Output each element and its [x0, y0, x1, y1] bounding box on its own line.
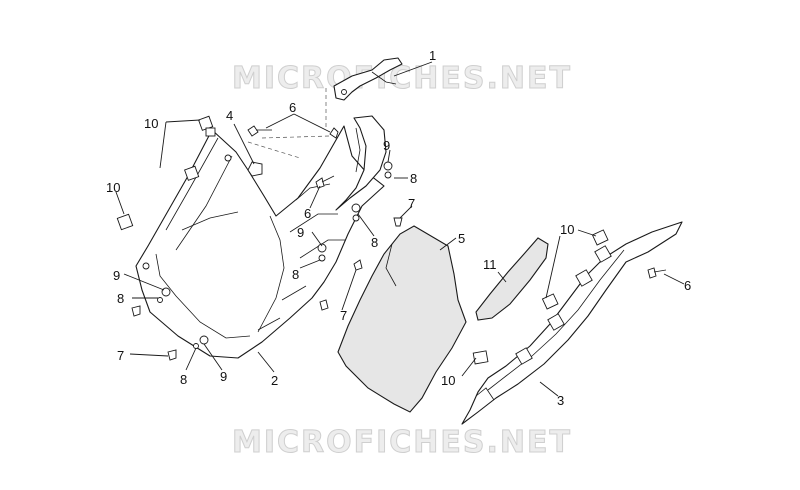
grommet	[247, 161, 263, 177]
callout-8e: 8	[180, 372, 187, 387]
callout-8d: 8	[117, 291, 124, 306]
callout-10a: 10	[144, 116, 158, 131]
part-1-bracket	[333, 57, 403, 101]
callout-6b: 6	[304, 206, 311, 221]
callout-4: 4	[226, 108, 233, 123]
callout-11: 11	[483, 257, 497, 272]
callout-7b: 7	[340, 308, 347, 323]
watermark-bottom: MICROFICHES.NET	[232, 425, 572, 460]
part-5-panel	[337, 225, 467, 413]
callout-7c: 7	[117, 348, 124, 363]
part-3-lower-panel	[461, 221, 683, 425]
callout-6a: 6	[289, 100, 296, 115]
side-bracket	[335, 115, 387, 211]
callout-8a: 8	[410, 171, 417, 186]
callout-8c: 8	[292, 267, 299, 282]
callout-9c: 9	[113, 268, 120, 283]
callout-10b: 10	[106, 180, 120, 195]
washers	[157, 161, 393, 349]
callout-2: 2	[271, 373, 278, 388]
bolts	[131, 217, 403, 361]
callout-10c: 10	[560, 222, 574, 237]
callout-8b: 8	[371, 235, 378, 250]
callout-9a: 9	[383, 138, 390, 153]
callout-9d: 9	[220, 369, 227, 384]
callout-6c: 6	[684, 278, 691, 293]
callout-10d: 10	[441, 373, 455, 388]
part-11-window	[475, 237, 549, 321]
callout-5: 5	[458, 231, 465, 246]
callout-labels: 1 2 3 4 5 6 6 6 7 7 7 8 8 8 8 8 9 9 9 9 …	[106, 48, 691, 408]
part-2-front-fairing	[135, 125, 385, 359]
clip-nuts	[116, 115, 609, 365]
callout-7a: 7	[408, 196, 415, 211]
leader-lines	[115, 61, 685, 397]
screws	[247, 125, 667, 279]
callout-1: 1	[429, 48, 436, 63]
callout-3: 3	[557, 393, 564, 408]
watermark-top: MICROFICHES.NET	[232, 61, 572, 96]
callout-9b: 9	[297, 225, 304, 240]
